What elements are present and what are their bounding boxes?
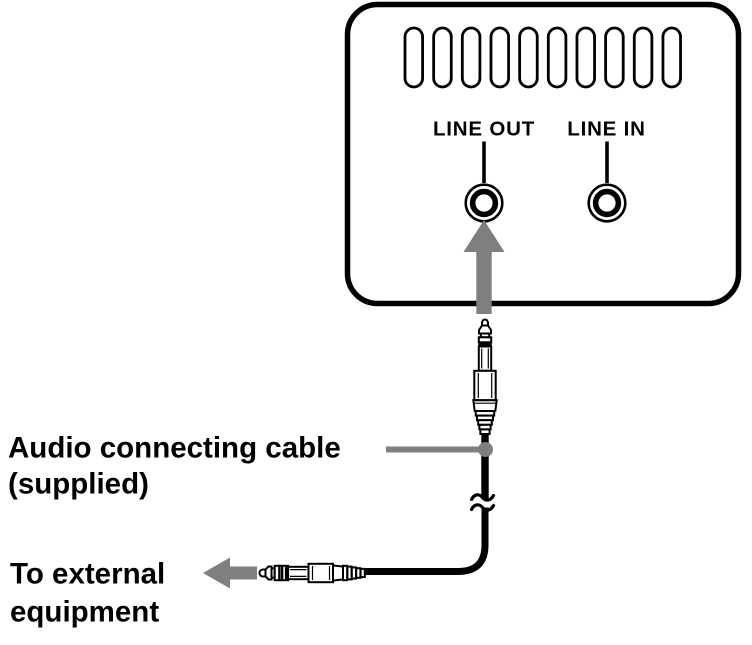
plug-tip-nub — [481, 318, 489, 327]
break-tilde-upper — [469, 493, 496, 502]
cable-lower-segment — [364, 507, 489, 575]
leader-dot — [478, 442, 493, 457]
line-out-jack — [464, 183, 504, 223]
plug-ring — [477, 336, 493, 344]
vent-slot — [546, 26, 568, 89]
plug-strain-rib — [359, 567, 366, 579]
plug-tip-dome — [264, 565, 273, 581]
cable-break-symbol — [469, 493, 496, 512]
external-label-line1: To external — [10, 558, 165, 591]
vent-slot — [632, 26, 654, 89]
external-label-line2: equipment — [10, 596, 159, 629]
break-tilde-lower — [469, 503, 496, 512]
vent-slot — [403, 26, 425, 89]
plug-band-stripe — [280, 566, 284, 580]
line-in-jack — [587, 183, 627, 223]
plug-hex-nut — [472, 399, 498, 412]
cable-label-line2: (supplied) — [8, 468, 149, 501]
plug-band-stripe — [284, 566, 288, 580]
plug-sleeve — [477, 345, 493, 372]
vent-slot — [518, 26, 539, 89]
line-out-label: LINE OUT — [433, 118, 535, 141]
plug-strain-rib — [479, 428, 491, 435]
vent-slot — [604, 26, 625, 89]
plug-body — [473, 369, 497, 402]
vent-slot — [661, 26, 682, 89]
plug-sleeve — [287, 565, 310, 581]
audio-plug-bottom — [258, 562, 366, 584]
plug-insulator-band — [478, 342, 492, 347]
audio-plug-top — [472, 318, 498, 435]
vent-slot — [432, 26, 453, 89]
vent-grille — [403, 26, 682, 89]
plug-tip-dome — [478, 324, 492, 335]
line-in-jack-hole — [592, 188, 622, 218]
device-rear-panel: LINE OUT LINE IN — [344, 1, 742, 307]
plug-hex-nut — [332, 564, 344, 582]
insert-up-arrow — [463, 220, 505, 314]
line-out-jack-hole — [469, 188, 499, 218]
vent-slot — [460, 26, 482, 89]
line-in-label: LINE IN — [567, 118, 646, 141]
cable-label-line1: Audio connecting cable — [8, 432, 341, 465]
plug-tip-nub — [258, 568, 267, 578]
vent-slot — [489, 26, 510, 89]
to-external-arrow — [203, 557, 257, 589]
vent-slot — [575, 26, 596, 89]
